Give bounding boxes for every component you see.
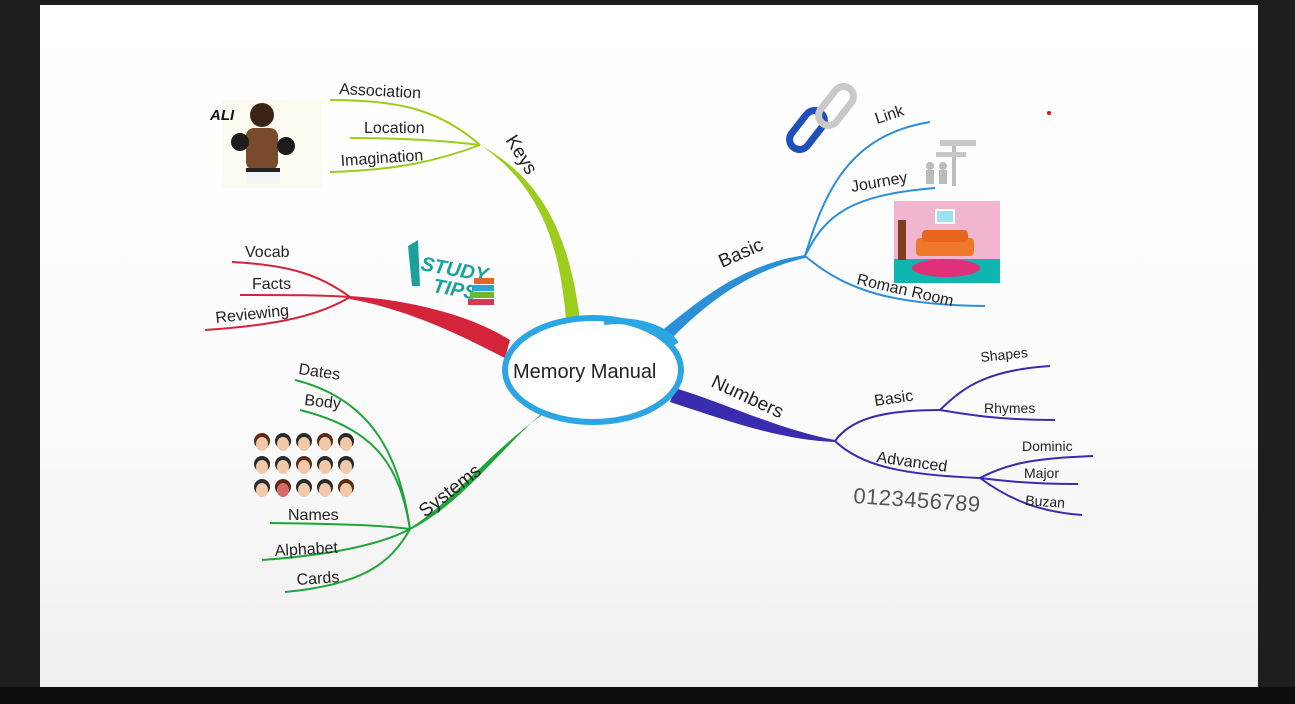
face-thumbnail (275, 433, 291, 451)
keys-connector-association (329, 99, 481, 146)
numbers-connector-basic (834, 409, 941, 442)
study-tips-logo: STUDY TIPS (408, 240, 494, 305)
face-thumbnail (296, 479, 312, 497)
signpost-icon (926, 140, 976, 186)
face-thumbnail (296, 456, 312, 474)
central-topic-label: Memory Manual (513, 361, 656, 383)
face-thumbnail (254, 456, 270, 474)
face-thumbnail (254, 479, 270, 497)
numbers-trunk (670, 388, 835, 442)
keys-leaf-association: Association (339, 81, 422, 102)
basic-connector-link (804, 121, 931, 257)
branch-numbers: Numbers Basic Advanced Shapes Rhymes Dom… (670, 344, 1094, 517)
face-thumbnail (338, 456, 354, 474)
player-bottom-bar (0, 687, 1295, 704)
branch-keys: Keys Association Location Imagination AL… (209, 81, 580, 320)
numbers-leaf-shapes: Shapes (980, 344, 1029, 365)
numbers-connector-buzan (979, 477, 1083, 516)
systems-connector-names (269, 522, 411, 530)
systems-connector-cards (284, 528, 411, 593)
face-thumbnail (317, 479, 333, 497)
face-thumbnail (317, 456, 333, 474)
basic-trunk (660, 255, 805, 338)
study-connector-facts (239, 294, 351, 298)
keys-leaf-imagination: Imagination (340, 147, 424, 170)
systems-leaf-cards: Cards (296, 569, 340, 589)
living-room-picture (894, 201, 1000, 283)
face-thumbnail (296, 433, 312, 451)
numbers-digits: 0123456789 (853, 483, 982, 517)
basic-leaf-link: Link (873, 102, 907, 128)
numbers-leaf-dominic: Dominic (1022, 438, 1073, 454)
numbers-sub-basic: Basic (873, 388, 914, 410)
systems-connector-body (299, 409, 411, 530)
branch-basic: Basic Link Journey Roman Room (660, 83, 1000, 338)
faces-grid (254, 433, 354, 497)
face-thumbnail (317, 433, 333, 451)
face-thumbnail (275, 456, 291, 474)
basic-label: Basic (715, 234, 766, 272)
keys-connector-location (349, 137, 481, 146)
keys-leaf-location: Location (364, 120, 425, 137)
branch-systems: Systems Dates Body Names Alphabet Cards (254, 361, 552, 593)
study-leaf-facts: Facts (252, 276, 291, 293)
face-thumbnail (254, 433, 270, 451)
study-connector-vocab (231, 261, 351, 298)
basic-connector-journey (804, 187, 936, 257)
study-connector-reviewing (204, 296, 351, 331)
chain-link-icon (786, 83, 857, 153)
systems-trunk (410, 408, 552, 530)
numbers-connector-rhymes (939, 409, 1056, 421)
keys-connector-imagination (329, 144, 481, 173)
systems-connector-alphabet (261, 528, 411, 561)
keys-label: Keys (501, 132, 541, 179)
study-leaf-vocab: Vocab (245, 244, 290, 261)
boxer-photo (222, 100, 322, 188)
study-trunk (350, 296, 510, 358)
numbers-connector-major (979, 477, 1079, 485)
systems-leaf-alphabet: Alphabet (274, 540, 339, 560)
numbers-connector-dominic (979, 455, 1094, 479)
ali-badge: ALI (209, 107, 235, 124)
numbers-leaf-major: Major (1024, 465, 1059, 481)
face-thumbnail (338, 433, 354, 451)
basic-connector-roman-room (804, 255, 986, 307)
central-topic: Memory Manual (502, 315, 684, 425)
numbers-leaf-rhymes: Rhymes (984, 400, 1035, 416)
systems-leaf-body: Body (304, 392, 342, 413)
pointer-dot (1047, 111, 1051, 115)
branch-study-tips: Vocab Facts Reviewing STUDY TIPS (204, 240, 510, 358)
face-thumbnail (275, 479, 291, 497)
face-thumbnail (338, 479, 354, 497)
keys-trunk (480, 145, 580, 320)
numbers-leaf-buzan: Buzan (1025, 492, 1066, 511)
numbers-connector-advanced (834, 440, 981, 479)
systems-leaf-dates: Dates (297, 361, 341, 384)
numbers-connector-shapes (939, 365, 1051, 411)
systems-label: Systems (415, 461, 485, 522)
systems-leaf-names: Names (288, 507, 339, 524)
study-leaf-reviewing: Reviewing (215, 302, 290, 327)
